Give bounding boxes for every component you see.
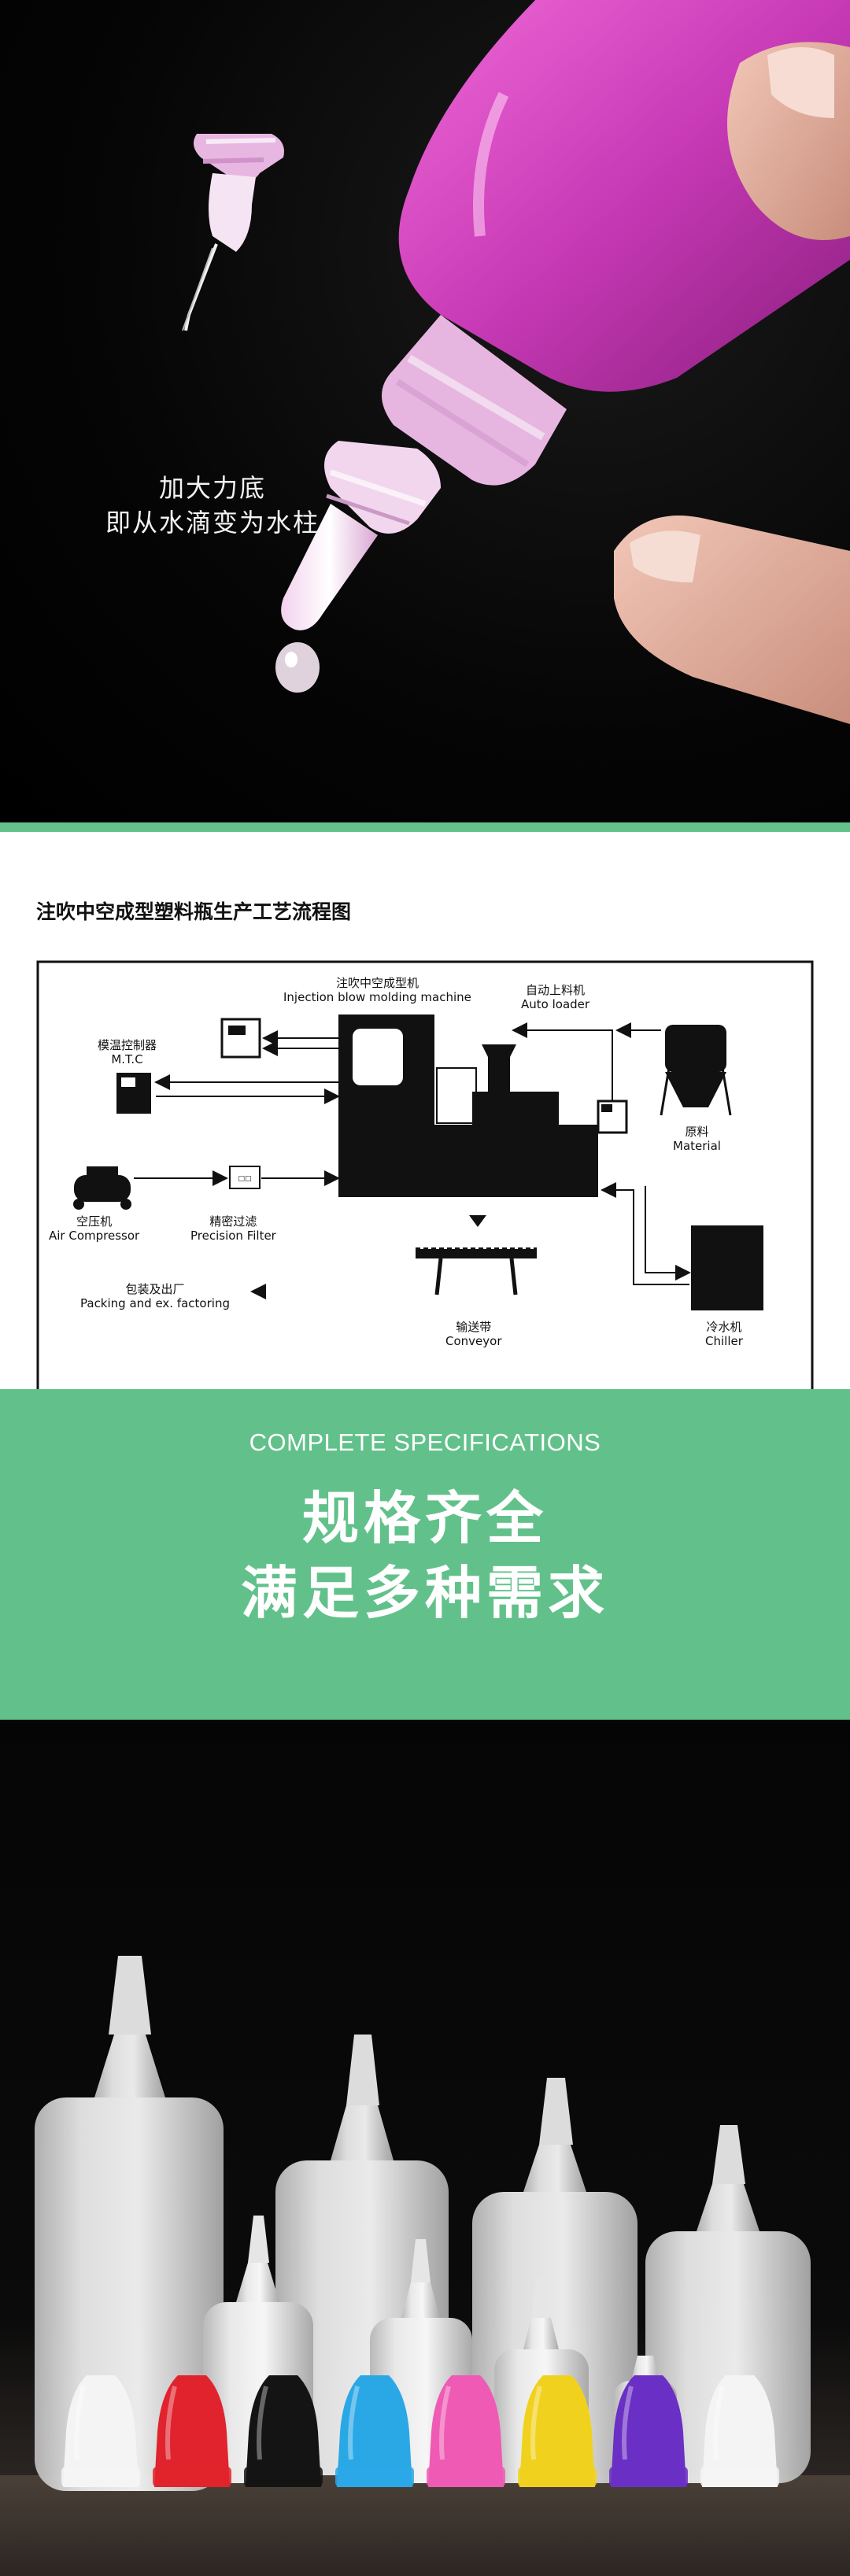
dropper-cap [244,2375,323,2487]
label-packing: 包装及出厂 Packing and ex. factoring [80,1282,230,1310]
label-auto-loader: 自动上料机 Auto loader [521,983,590,1011]
dropper-cap [335,2375,414,2487]
process-diagram-section: 注吹中空成型塑料瓶生产工艺流程图 [0,822,850,1389]
dropper-cap [61,2375,140,2487]
cap-row [61,2375,779,2487]
specs-english-heading: COMPLETE SPECIFICATIONS [249,1428,601,1456]
specs-chinese-heading-line2: 满足多种需求 [240,1560,609,1626]
label-precision-filter: 精密过滤 Precision Filter [190,1214,276,1243]
label-material: 原料 Material [673,1125,721,1153]
svg-text:□□: □□ [238,1175,251,1183]
bottle-lineup-photo [0,1956,850,2576]
label-mtc: 模温控制器 M.T.C [98,1038,157,1066]
hero-caption-line1: 加大力底 [158,473,266,503]
label-air-compressor: 空压机 Air Compressor [49,1214,140,1243]
hero-caption-line2: 即从水滴变为水柱 [105,508,320,538]
dropper-bottle-photo [182,0,850,724]
process-flow-diagram: □□ [36,960,814,1389]
product-range-section [0,1720,850,2576]
hero-caption: 加大力底 即从水滴变为水柱 [94,471,331,540]
label-conveyor: 输送带 Conveyor [445,1320,502,1348]
diagram-title: 注吹中空成型塑料瓶生产工艺流程图 [36,900,352,923]
dropper-cap [609,2375,688,2487]
label-chiller: 冷水机 Chiller [705,1320,743,1348]
dropper-cap [427,2375,505,2487]
hero-section: 加大力底 即从水滴变为水柱 [0,0,850,822]
specs-banner: COMPLETE SPECIFICATIONS 规格齐全 满足多种需求 [0,1389,850,1720]
dropper-cap [700,2375,779,2487]
label-machine: 注吹中空成型机 Injection blow molding machine [283,976,471,1004]
dropper-cap [153,2375,231,2487]
specs-chinese-heading-line1: 规格齐全 [301,1485,548,1551]
dropper-cap [518,2375,597,2487]
